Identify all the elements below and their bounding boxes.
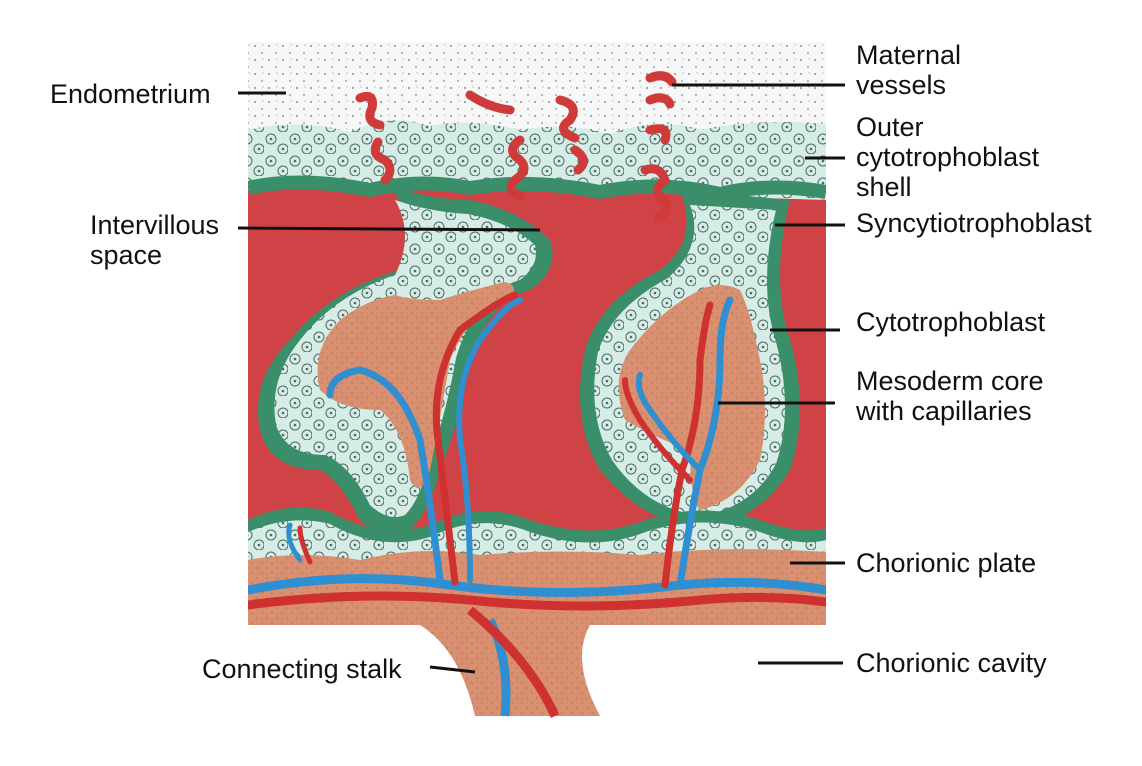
chorionic-plate-vessels [248,574,826,611]
syncytiotrophoblast-upper-layer [248,175,826,202]
label-cytotrophoblast: Cytotrophoblast [856,307,1046,337]
leader-intervillous-space [237,226,541,232]
maternal-vessels [355,71,677,223]
label-mesoderm-core-line1: Mesoderm core [856,366,1044,396]
labels: Endometrium Maternal vessels Outer cytot… [50,40,1092,684]
villus-right [580,190,800,530]
label-outer-shell-line1: Outer [856,112,924,142]
label-chorionic-cavity: Chorionic cavity [856,648,1047,678]
leader-lines [237,83,845,674]
label-chorionic-plate: Chorionic plate [856,548,1036,578]
label-intervillous-space-line1: Intervillous [90,210,219,240]
label-endometrium: Endometrium [50,79,211,109]
label-syncytiotrophoblast: Syncytiotrophoblast [856,208,1092,238]
label-mesoderm-core-line2: with capillaries [855,396,1032,426]
label-connecting-stalk: Connecting stalk [202,654,402,684]
label-outer-shell-line2: cytotrophoblast [856,142,1040,172]
label-maternal-vessels-line1: Maternal [856,40,961,70]
villus-capillaries [286,291,734,589]
label-maternal-vessels-line2: vessels [856,70,946,100]
leader-connecting-stalk [429,665,476,674]
label-intervillous-space-line2: space [90,240,162,270]
label-outer-shell-line3: shell [856,172,912,202]
villus-left [258,185,553,534]
connecting-stalk-region [420,606,600,718]
